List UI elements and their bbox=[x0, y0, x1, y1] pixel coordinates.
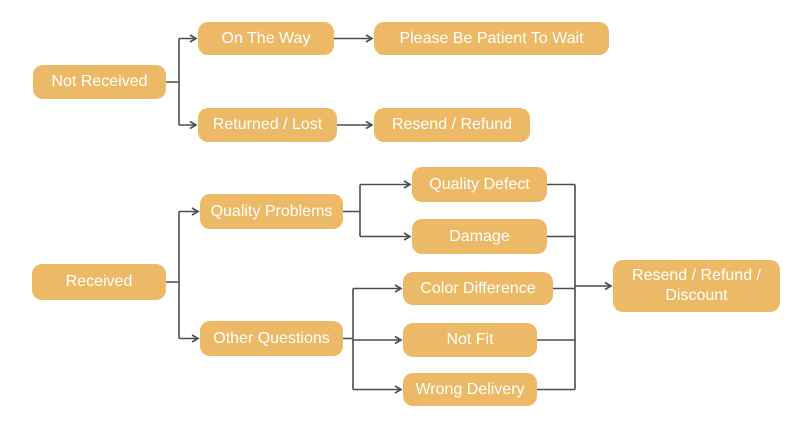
edge-group-not-received bbox=[166, 34, 198, 130]
edge-group-received bbox=[166, 207, 200, 343]
node-returned-lost: Returned / Lost bbox=[198, 108, 337, 142]
node-quality-defect: Quality Defect bbox=[412, 167, 547, 202]
node-other-questions: Other Questions bbox=[200, 321, 343, 356]
node-resend-refund: Resend / Refund bbox=[374, 108, 530, 142]
node-wrong-delivery: Wrong Delivery bbox=[403, 373, 537, 406]
edge-quality-problems-branch bbox=[343, 184, 361, 237]
node-color-difference: Color Difference bbox=[403, 272, 553, 305]
edge-other-questions-branch bbox=[343, 288, 354, 390]
node-quality-problems: Quality Problems bbox=[200, 194, 343, 229]
edge-group-quality-problems bbox=[343, 180, 412, 241]
node-please-be-patient-to-wait: Please Be Patient To Wait bbox=[374, 22, 609, 55]
edge-not-received-branch bbox=[166, 38, 180, 125]
node-damage: Damage bbox=[412, 219, 547, 254]
edge-group-collector bbox=[537, 183, 613, 391]
node-resend-refund-discount: Resend / Refund / Discount bbox=[613, 260, 780, 312]
node-received: Received bbox=[32, 264, 166, 300]
node-not-fit: Not Fit bbox=[403, 323, 537, 357]
edge-received-branch bbox=[166, 211, 180, 339]
edge-collector-lines bbox=[537, 183, 576, 391]
node-not-received: Not Received bbox=[33, 65, 166, 99]
edge-group-other-questions bbox=[343, 284, 403, 394]
node-on-the-way: On The Way bbox=[198, 22, 334, 55]
